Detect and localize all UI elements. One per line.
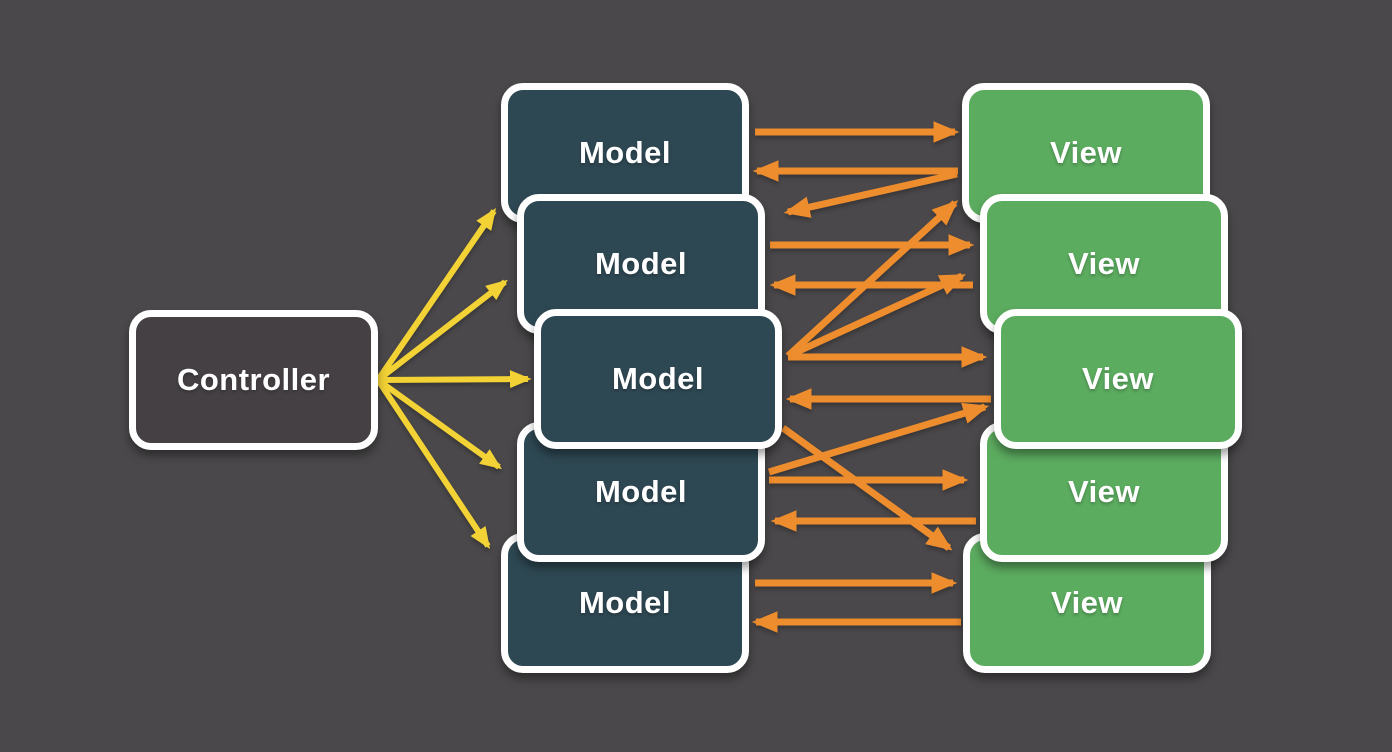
arrow-model-3-to-view-5 bbox=[780, 425, 953, 551]
controller-label: Controller bbox=[176, 362, 331, 397]
model-3-label: Model bbox=[611, 361, 705, 396]
arrow-model-4-to-view-3 bbox=[767, 402, 990, 476]
node-view-3[interactable]: View bbox=[994, 309, 1242, 449]
arrow-controller-to-model-3 bbox=[377, 370, 532, 389]
model-2-label: Model bbox=[594, 246, 688, 281]
view-1-label: View bbox=[1049, 135, 1123, 170]
model-5-label: Model bbox=[578, 585, 672, 620]
view-3-label: View bbox=[1081, 361, 1155, 396]
view-4-label: View bbox=[1067, 474, 1141, 509]
view-5-label: View bbox=[1050, 585, 1124, 620]
arrow-controller-to-model-1 bbox=[375, 208, 497, 382]
arrow-controller-to-model-2 bbox=[376, 279, 508, 383]
model-4-label: Model bbox=[594, 474, 688, 509]
arrow-model-3-to-view-1 bbox=[785, 200, 959, 359]
view-2-label: View bbox=[1067, 246, 1141, 281]
arrow-view-1-to-model-2 bbox=[783, 170, 958, 218]
arrow-controller-to-model-5 bbox=[375, 378, 491, 550]
model-1-label: Model bbox=[578, 135, 672, 170]
node-model-3[interactable]: Model bbox=[534, 309, 782, 449]
arrow-model-3-to-view-2 bbox=[786, 272, 966, 360]
arrow-controller-to-model-4 bbox=[376, 377, 502, 470]
node-controller[interactable]: Controller bbox=[129, 310, 378, 450]
